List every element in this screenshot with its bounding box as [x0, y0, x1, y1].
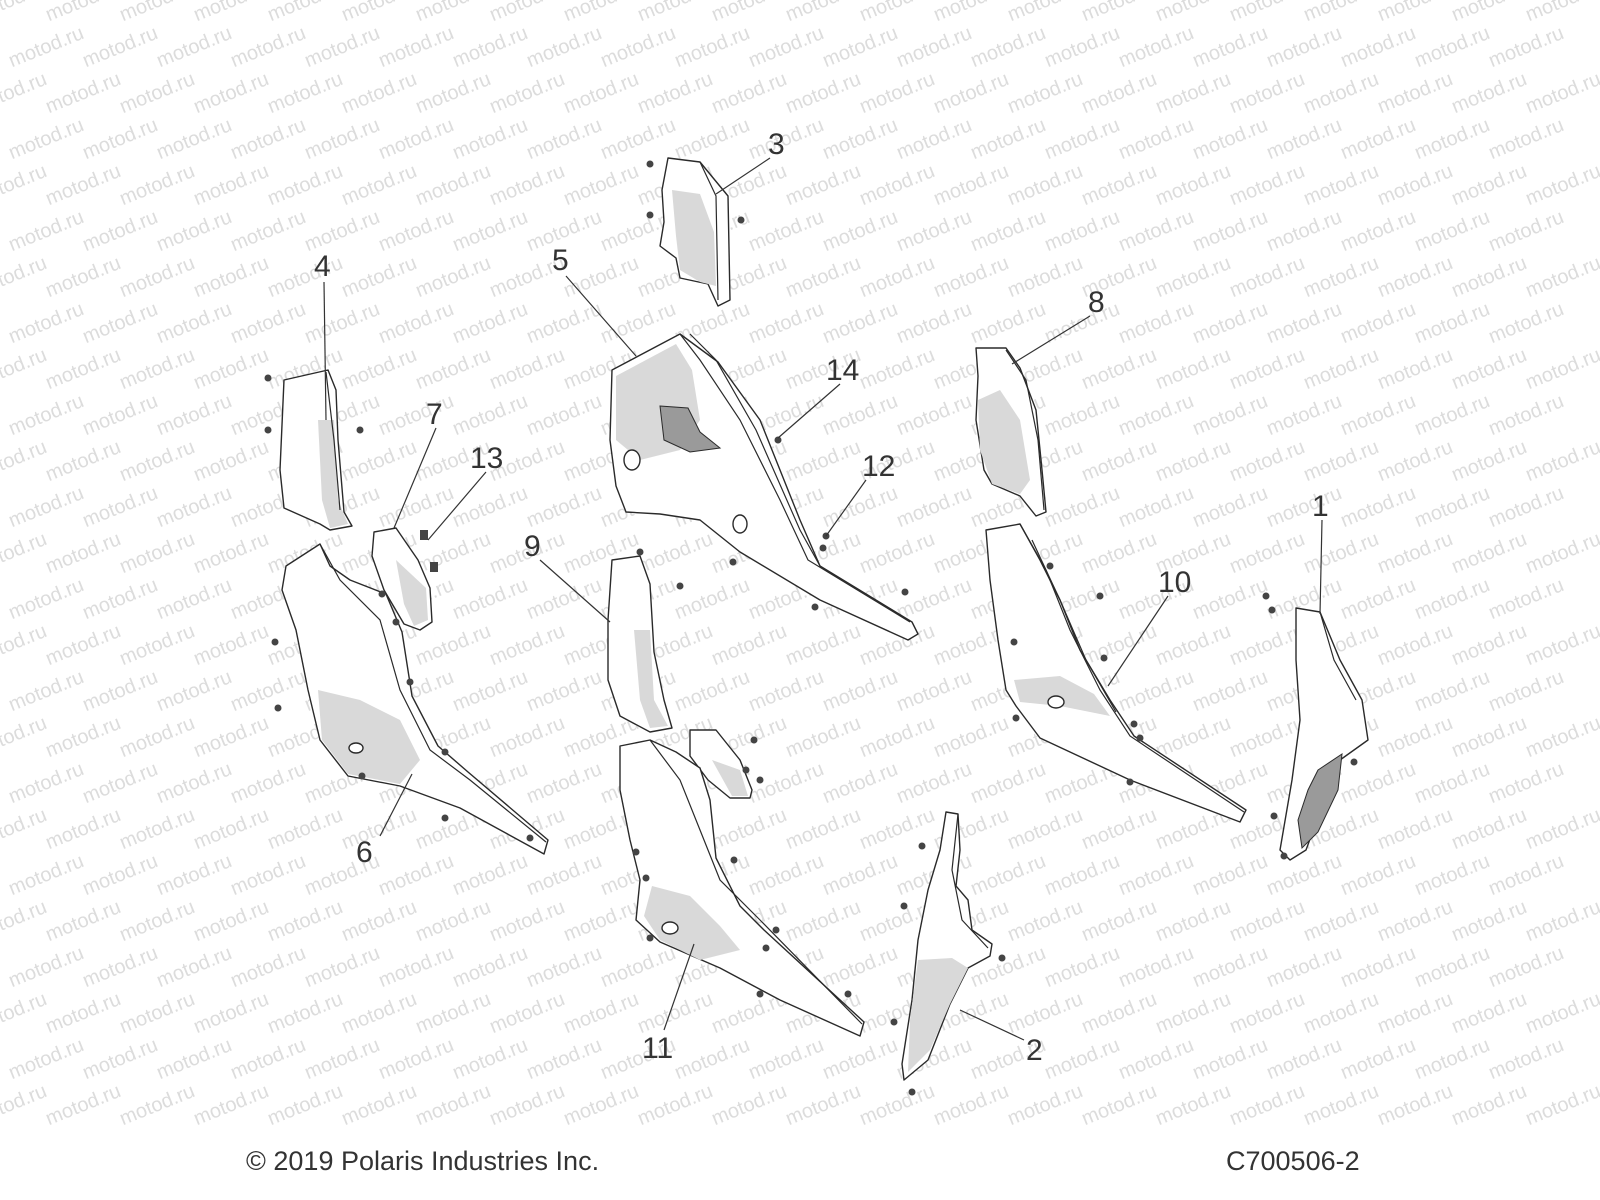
leader-lines — [323, 157, 1323, 1041]
part-10-panel — [985, 523, 1247, 823]
callout-1: 1 — [1312, 490, 1329, 523]
callout-9: 9 — [524, 530, 541, 563]
callout-14: 14 — [826, 354, 859, 387]
part-1-panel — [1279, 607, 1369, 861]
part-7-trim — [371, 527, 433, 631]
part-3-panel — [659, 157, 731, 307]
callout-13: 13 — [470, 442, 503, 475]
part-8-panel — [975, 347, 1047, 517]
fasteners — [264, 160, 1358, 1096]
callout-5: 5 — [552, 244, 569, 277]
callout-7: 7 — [426, 398, 443, 431]
part-6-panel — [281, 543, 549, 855]
part-5-panel — [609, 333, 919, 641]
callout-4: 4 — [314, 250, 331, 283]
part-4-panel — [279, 369, 353, 531]
part-11-panel — [619, 739, 865, 1037]
callout-labels: 3 5 4 7 13 14 12 8 9 10 1 6 11 2 — [314, 128, 1329, 1067]
callout-11: 11 — [642, 1032, 673, 1065]
callout-3: 3 — [768, 128, 785, 161]
diagram-code: C700506-2 — [1226, 1146, 1360, 1176]
callout-12: 12 — [862, 450, 895, 483]
callout-2: 2 — [1026, 1034, 1043, 1067]
small-trim-center — [689, 729, 753, 799]
callout-10: 10 — [1158, 566, 1191, 599]
part-2-panel — [901, 811, 993, 1081]
callout-8: 8 — [1088, 286, 1105, 319]
callout-6: 6 — [356, 836, 373, 869]
copyright-notice: © 2019 Polaris Industries Inc. — [246, 1146, 600, 1176]
part-9-panel — [607, 555, 673, 733]
